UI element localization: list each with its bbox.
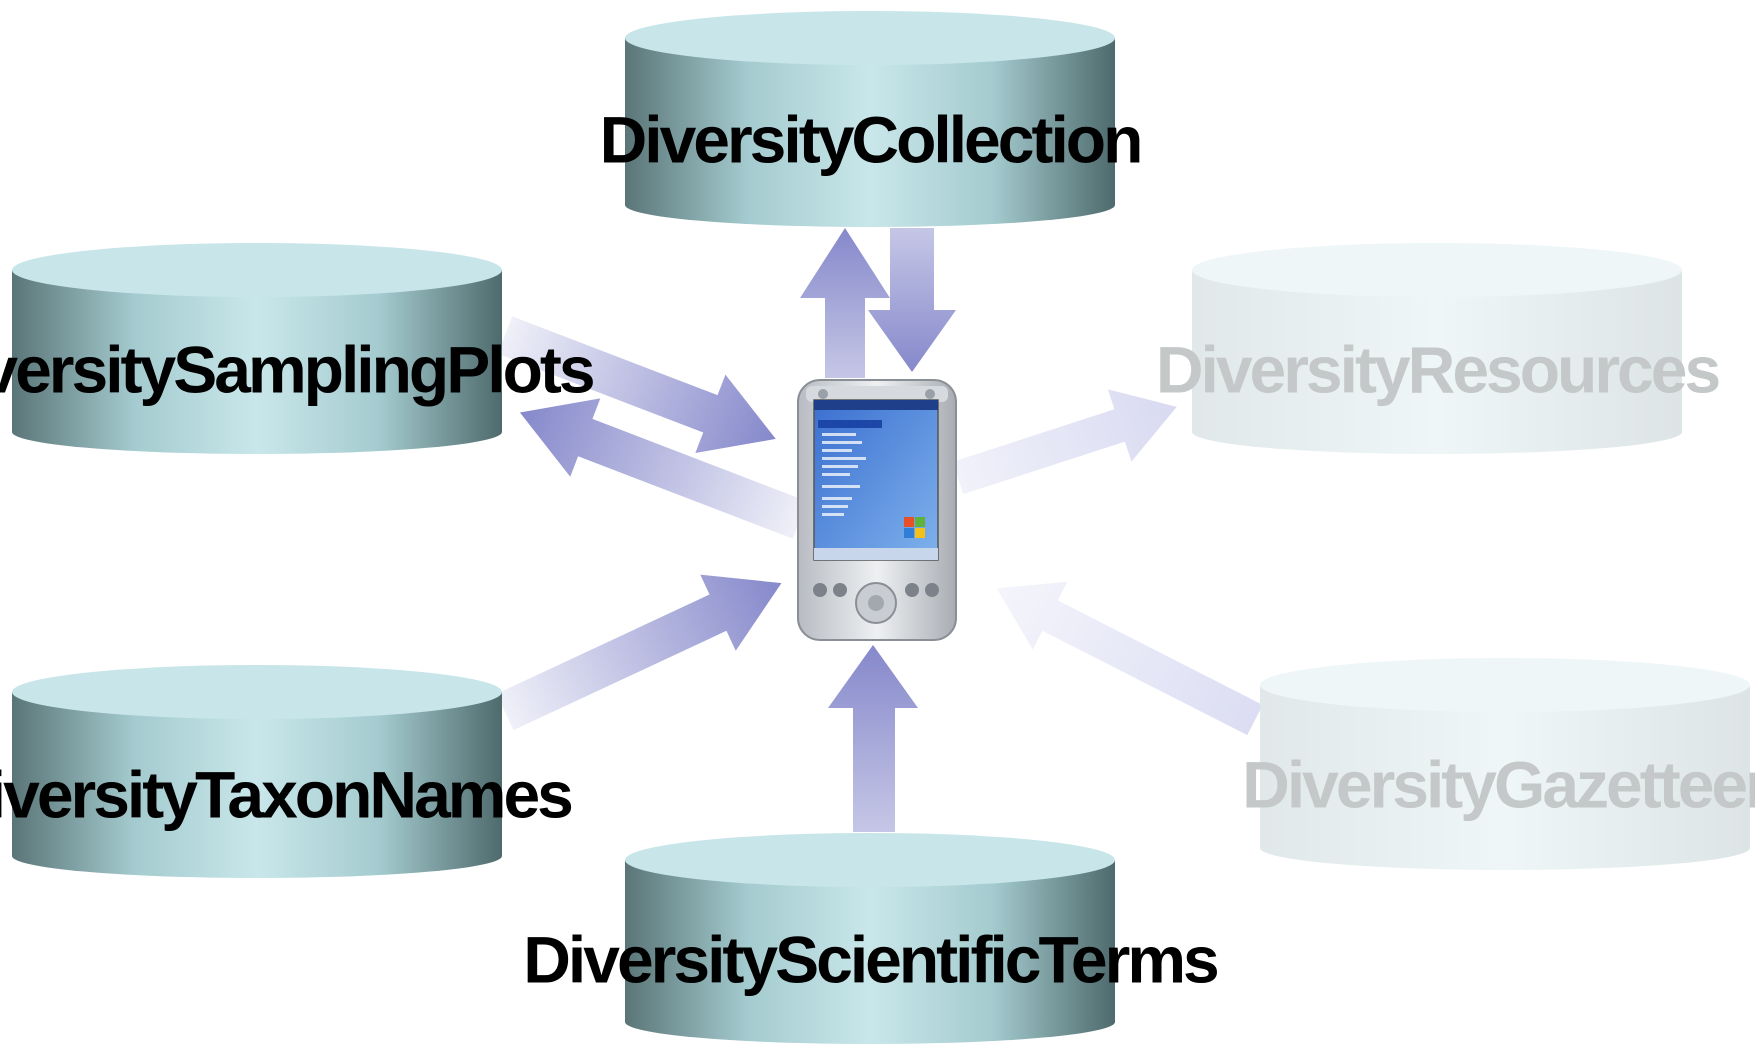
- connector-arrows: [496, 228, 1263, 832]
- database-label: DiversityGazetteer: [1242, 747, 1755, 821]
- database-DiversityCollection: DiversityCollection: [600, 11, 1143, 227]
- database-DiversityGazetteer: DiversityGazetteer: [1242, 658, 1755, 870]
- database-DiversityResources: DiversityResources: [1156, 243, 1721, 454]
- database-label: DiversityTaxonNames: [0, 757, 571, 831]
- arrow-from-collection: [868, 228, 956, 372]
- arrow-to-sampling-plots: [519, 398, 808, 539]
- arrow-to-collection: [800, 228, 890, 378]
- arrow-from-gazetteer: [996, 581, 1263, 736]
- database-DiversityTaxonNames: DiversityTaxonNames: [0, 665, 574, 878]
- database-label: DiversityCollection: [600, 102, 1141, 176]
- arrow-from-scientific-terms: [828, 645, 918, 832]
- database-label: DiversityResources: [1156, 332, 1719, 406]
- arrow-from-taxon-names: [496, 574, 782, 731]
- pda-device-icon: [797, 379, 957, 641]
- database-label: DiversitySamplingPlots: [0, 332, 593, 406]
- database-label: DiversityScientificTerms: [523, 922, 1217, 996]
- arrow-to-resources: [952, 389, 1177, 495]
- arrow-from-sampling-plots: [497, 316, 776, 454]
- database-DiversitySamplingPlots: DiversitySamplingPlots: [0, 243, 596, 454]
- database-DiversityScientificTerms: DiversityScientificTerms: [523, 833, 1220, 1044]
